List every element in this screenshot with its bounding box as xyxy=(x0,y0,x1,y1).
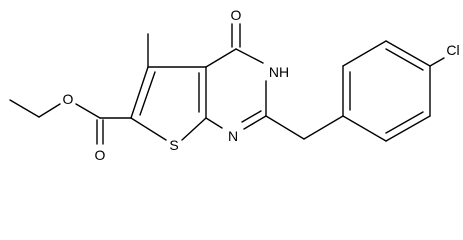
atom-nh: NH xyxy=(269,64,289,80)
bond-c5-c6-a xyxy=(130,66,149,119)
atom-sulfur: S xyxy=(169,137,178,153)
atom-ester-oxygen-single: O xyxy=(63,91,74,107)
bond-cester-osingle xyxy=(75,103,101,119)
bond-o-ch2 xyxy=(38,103,61,118)
atom-ring-nitrogen: N xyxy=(228,128,238,144)
bond-c6-s xyxy=(130,117,167,141)
atom-ester-oxygen-double: O xyxy=(95,147,106,163)
bond-ph-5-6 xyxy=(385,115,431,142)
structure-svg: O NH N S Cl O O xyxy=(9,7,460,163)
bond-ph-cl xyxy=(429,57,445,67)
bond-c5-c6-b xyxy=(139,71,156,116)
atom-chlorine: Cl xyxy=(446,42,459,58)
bond-c2-n1-a xyxy=(243,115,267,130)
bond-c4-c4a xyxy=(205,48,237,68)
bond-ch2-ch3 xyxy=(9,99,40,118)
bond-ph-3-4 xyxy=(385,40,431,67)
bond-c2-ch2 xyxy=(265,115,305,140)
bond-s-c7a xyxy=(181,117,207,141)
bond-ph-6-1 xyxy=(342,115,387,142)
bond-c2-n1-b xyxy=(241,110,262,123)
bond-n1-c7a xyxy=(205,117,223,129)
molecule-drawing: O NH N S Cl O O xyxy=(9,7,460,163)
bond-c4-n3 xyxy=(235,48,264,64)
bond-ph-5-6-inner xyxy=(385,111,424,134)
bond-ph-3-4-inner xyxy=(385,48,424,71)
bond-ph-2-3 xyxy=(342,40,387,67)
atom-carbonyl-oxygen: O xyxy=(231,7,242,23)
bond-ch2-phenyl xyxy=(303,115,344,140)
